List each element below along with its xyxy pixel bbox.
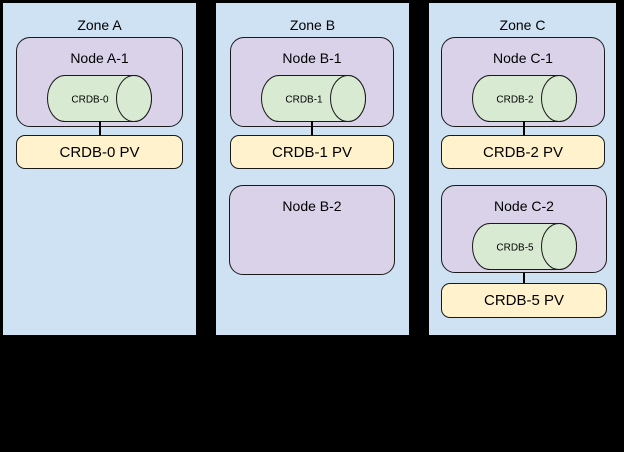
node-c-2-title: Node C-2 (494, 198, 554, 214)
node-b-1: Node B-1 CRDB-1 (230, 37, 394, 127)
crdb-1-label: CRDB-1 (285, 95, 323, 106)
pv-crdb-1: CRDB-1 PV (230, 135, 394, 169)
node-c-2: Node C-2 CRDB-5 (441, 185, 607, 273)
node-a-1: Node A-1 CRDB-0 (16, 37, 183, 127)
node-c-1-title: Node C-1 (493, 50, 553, 66)
zone-b: Zone B Node B-1 CRDB-1 CRDB-1 PV Node B-… (214, 1, 411, 337)
crdb-0-label: CRDB-0 (71, 95, 109, 106)
node-b-1-title: Node B-1 (282, 50, 342, 66)
pv-crdb-1-label: CRDB-1 PV (271, 143, 353, 161)
zone-c: Zone C Node C-1 CRDB-2 CRDB-2 PV Node C-… (427, 1, 618, 337)
crdb-5-database-cylinder-icon: CRDB-5 (472, 223, 577, 270)
crdb-2-label: CRDB-2 (496, 95, 534, 106)
node-b-2-title: Node B-2 (282, 198, 342, 214)
cylinder-cap (541, 75, 577, 122)
cylinder-cap (330, 75, 366, 122)
connector-node-a1-to-pv (99, 121, 101, 136)
node-b-2: Node B-2 (229, 185, 395, 275)
pv-crdb-5: CRDB-5 PV (441, 283, 607, 318)
connector-node-c2-to-pv (523, 273, 525, 283)
node-c-1: Node C-1 CRDB-2 (441, 37, 605, 127)
connector-node-b1-to-pv (311, 121, 313, 136)
zone-a-title: Zone A (77, 17, 122, 33)
pv-crdb-2-label: CRDB-2 PV (482, 143, 564, 161)
cylinder-cap (116, 75, 152, 122)
crdb-0-database-cylinder-icon: CRDB-0 (47, 75, 152, 122)
crdb-2-database-cylinder-icon: CRDB-2 (472, 75, 577, 122)
cylinder-cap (541, 223, 577, 270)
crdb-1-database-cylinder-icon: CRDB-1 (261, 75, 366, 122)
node-a-1-title: Node A-1 (70, 50, 129, 66)
pv-crdb-0-label: CRDB-0 PV (59, 143, 140, 161)
pv-crdb-0: CRDB-0 PV (16, 135, 183, 169)
zone-b-title: Zone B (289, 17, 336, 33)
connector-node-c1-to-pv (523, 121, 525, 136)
zone-a: Zone A Node A-1 CRDB-0 CRDB-0 PV (1, 1, 198, 337)
crdb-5-label: CRDB-5 (496, 243, 534, 254)
pv-crdb-2: CRDB-2 PV (441, 135, 605, 169)
zone-c-title: Zone C (499, 17, 546, 33)
pv-crdb-5-label: CRDB-5 PV (483, 292, 565, 309)
